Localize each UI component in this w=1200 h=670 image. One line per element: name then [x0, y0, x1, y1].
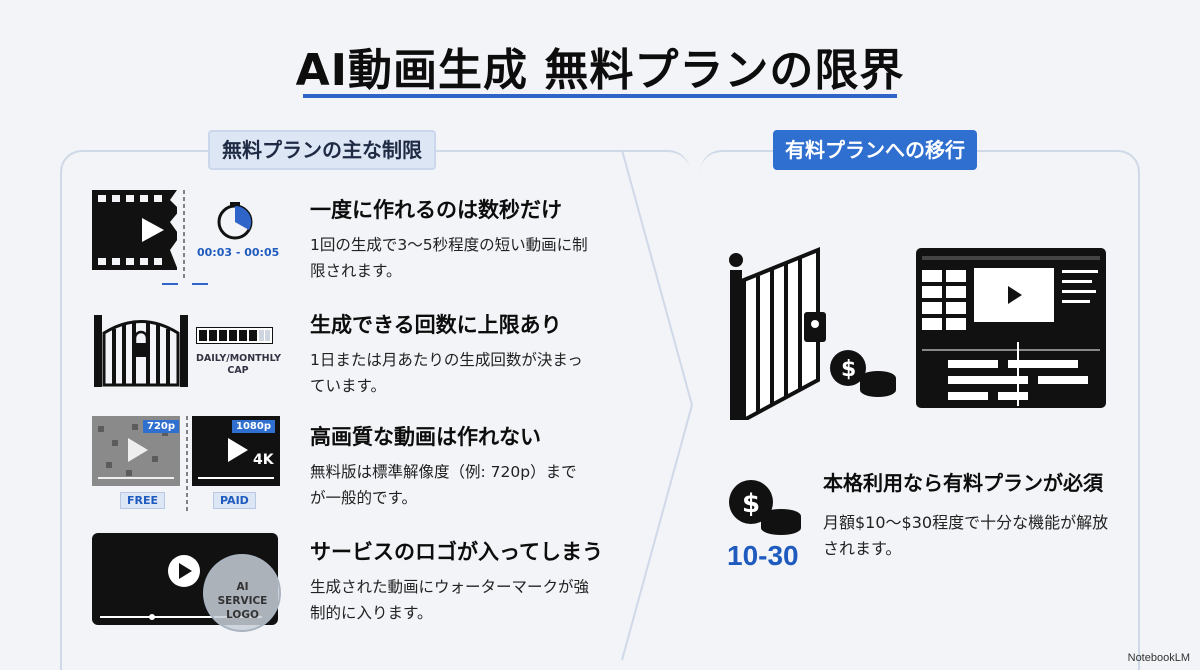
timer-label: 00:03 - 00:05 [197, 246, 280, 259]
cap-meter-icon [196, 327, 273, 344]
open-gate-editor-icon: $ [729, 247, 1106, 420]
locked-gate-icon [94, 315, 188, 387]
paid-plan-info: 本格利用なら有料プランが必須 月額$10〜$30程度で十分な機能が解放されます。 [823, 468, 1113, 562]
chevron-arrow-icon [621, 149, 694, 661]
watermark-video-icon [92, 533, 281, 632]
item-body: 1日または月あたりの生成回数が決まっています。 [310, 351, 583, 395]
title-underline [303, 94, 897, 98]
limit-item-resolution: 高画質な動画は作れない 無料版は標準解像度（例: 720p）までが一般的です。 [310, 423, 650, 511]
footer-brand: NotebookLM [1127, 652, 1190, 664]
item-heading: 生成できる回数に上限あり [310, 313, 562, 337]
item-body: 生成された動画にウォーターマークが強制的に入ります。 [310, 578, 590, 622]
item-heading: サービスのロゴが入ってしまう [310, 540, 603, 564]
price-range: 10-30 [727, 540, 799, 571]
svg-text:$: $ [742, 489, 760, 519]
free-plan-tag: 無料プランの主な制限 [208, 130, 436, 170]
coins-icon: $ [729, 480, 801, 535]
page-title: AI動画生成 無料プランの限界 [295, 45, 905, 96]
item-heading: 一度に作れるのは数秒だけ [310, 198, 562, 222]
watermark-logo-text: AI SERVICE LOGO [217, 581, 268, 621]
film-timer-icon [92, 190, 253, 285]
paid-plan-tag: 有料プランへの移行 [773, 130, 977, 170]
paid-label: PAID [213, 492, 256, 509]
limit-item-duration: 一度に作れるのは数秒だけ 1回の生成で3〜5秒程度の短い動画に制限されます。 [310, 196, 650, 284]
svg-text:$: $ [841, 357, 856, 382]
item-heading: 高画質な動画は作れない [310, 425, 541, 449]
item-body: 1回の生成で3〜5秒程度の短い動画に制限されます。 [310, 236, 588, 280]
item-body: 無料版は標準解像度（例: 720p）までが一般的です。 [310, 463, 577, 507]
badge-1080p: 1080p [232, 420, 275, 433]
limit-item-count: 生成できる回数に上限あり 1日または月あたりの生成回数が決まっています。 [310, 311, 650, 399]
cap-label: DAILY/MONTHLY CAP [196, 353, 282, 376]
free-label: FREE [120, 492, 166, 509]
paid-heading: 本格利用なら有料プランが必須 [823, 471, 1103, 495]
badge-720p: 720p [143, 420, 180, 433]
badge-4k: 4K [253, 452, 274, 468]
paid-body: 月額$10〜$30程度で十分な機能が解放されます。 [823, 513, 1109, 558]
limit-item-watermark: サービスのロゴが入ってしまう 生成された動画にウォーターマークが強制的に入ります… [310, 538, 650, 626]
